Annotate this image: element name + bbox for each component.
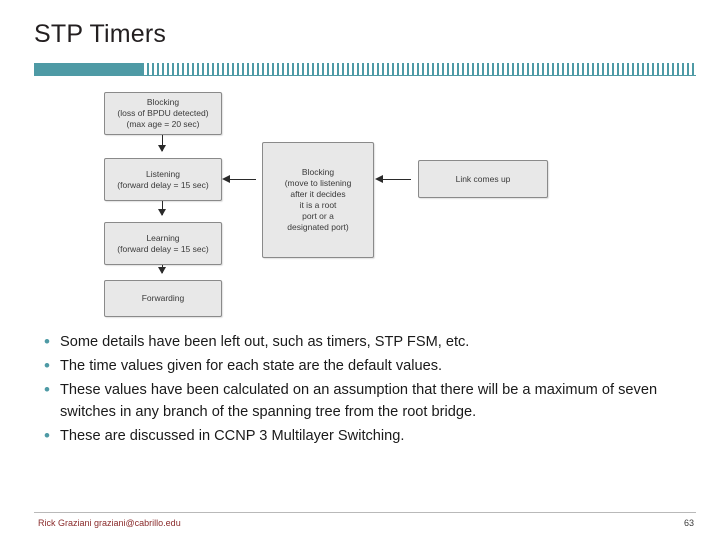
node-learning-line-2: (forward delay = 15 sec) [117, 243, 209, 254]
bullet-marker-icon: • [44, 380, 50, 399]
divider-underline [34, 75, 696, 76]
footer-credit: Rick Graziani graziani@cabrillo.edu [38, 518, 181, 528]
bullet-marker-icon: • [44, 332, 50, 351]
title-divider-bar [34, 63, 696, 76]
node-blocking-decision-line-2: (move to listening [284, 178, 352, 188]
node-blocking-decision-line-5: port or a [302, 211, 334, 221]
bullet-text: The time values given for each state are… [60, 358, 443, 374]
list-item: • Some details have been left out, such … [34, 331, 699, 353]
node-forwarding-line-1: Forwarding [141, 293, 185, 303]
bullet-list: • Some details have been left out, such … [34, 331, 699, 449]
node-link-comes-up: Link comes up [418, 160, 548, 198]
list-item: • The time values given for each state a… [34, 355, 699, 377]
node-learning: Learning (forward delay = 15 sec) [104, 222, 222, 265]
node-forwarding: Forwarding [104, 280, 222, 317]
arrow-learning-to-forwarding [158, 265, 166, 274]
page-number: 63 [683, 518, 694, 528]
bullet-text: These values have been calculated on an … [60, 382, 658, 420]
arrow-listening-to-learning [158, 201, 166, 216]
bullet-marker-icon: • [44, 426, 50, 445]
node-learning-line-1: Learning [146, 232, 180, 243]
divider-solid-segment [34, 63, 142, 76]
bullet-text: Some details have been left out, such as… [60, 334, 470, 350]
node-blocking: Blocking (loss of BPDU detected) (max ag… [104, 92, 222, 135]
list-item: • These are discussed in CCNP 3 Multilay… [34, 425, 699, 447]
node-listening: Listening (forward delay = 15 sec) [104, 158, 222, 201]
node-listening-line-2: (forward delay = 15 sec) [117, 179, 209, 190]
arrow-blocking-to-listening [158, 135, 166, 152]
node-blocking-line-2: (loss of BPDU detected) [117, 108, 209, 118]
list-item: • These values have been calculated on a… [34, 379, 699, 423]
node-blocking-line-1: Blocking [146, 97, 180, 107]
node-blocking-decision-line-4: it is a root [299, 200, 337, 210]
node-blocking-decision: Blocking (move to listening after it dec… [262, 142, 374, 258]
footer-divider [34, 512, 696, 513]
node-blocking-decision-line-6: designated port) [287, 222, 349, 232]
node-blocking-decision-line-3: after it decides [290, 189, 346, 199]
bullet-marker-icon: • [44, 356, 50, 375]
node-listening-line-1: Listening [145, 168, 181, 179]
bullet-text: These are discussed in CCNP 3 Multilayer… [60, 428, 405, 444]
node-link-comes-up-line-1: Link comes up [455, 173, 511, 184]
node-blocking-line-3: (max age = 20 sec) [126, 119, 200, 129]
node-blocking-decision-line-1: Blocking [301, 167, 335, 177]
arrow-decision-to-listening [222, 175, 256, 183]
divider-hatched-segment [142, 63, 696, 76]
arrow-link-up-to-decision [375, 175, 411, 183]
stp-state-transition-diagram: Blocking (loss of BPDU detected) (max ag… [92, 84, 562, 324]
page-title: STP Timers [34, 20, 167, 48]
